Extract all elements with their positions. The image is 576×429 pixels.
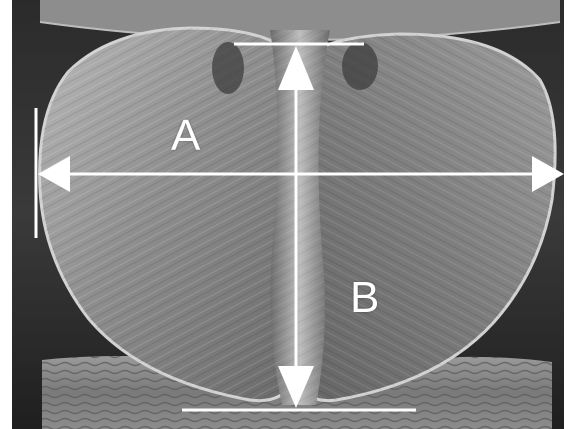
label-a: A	[171, 114, 200, 158]
label-b: B	[350, 276, 379, 320]
